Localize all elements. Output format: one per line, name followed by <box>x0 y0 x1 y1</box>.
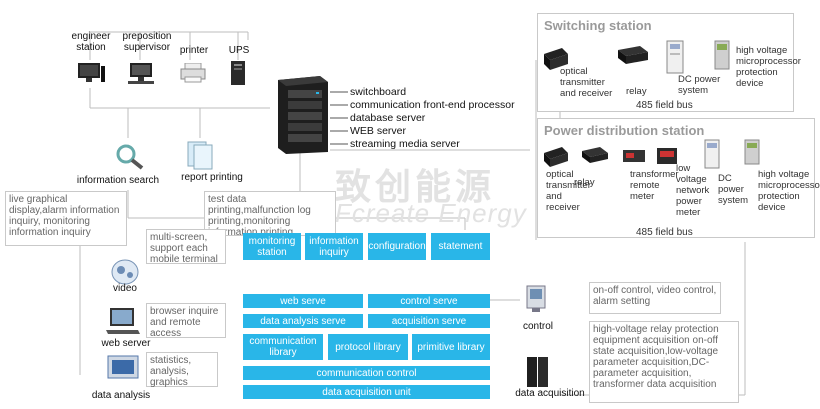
sw-dev-relay: relay <box>626 86 647 97</box>
pd-lv-meter-icon <box>656 147 678 165</box>
sw-dev-hv-protection: high voltage microprocessor protection d… <box>736 45 801 89</box>
information-search-label: information search <box>76 175 160 186</box>
dc-power-cabinet-icon <box>666 40 684 74</box>
switchboard-label: switchboard <box>350 86 407 98</box>
pd-dev-dc-power: DC power system <box>718 173 749 206</box>
pd-dev-lv-meter: low voltage network power meter <box>676 163 710 218</box>
engineer-station-label: engineer station <box>71 31 111 53</box>
protocol-library-block: protocol library <box>328 334 408 360</box>
power-field-bus: 485 field bus <box>636 227 693 238</box>
data-analysis-label: data analysis <box>91 390 151 401</box>
communication-control-block: communication control <box>243 366 490 380</box>
onoff-note: on-off control, video control, alarm set… <box>589 282 721 314</box>
preposition-supervisor-label: preposition supervisor <box>122 31 172 53</box>
power-distribution-title: Power distribution station <box>544 123 705 138</box>
data-acquisition-unit-block: data acquisition unit <box>243 385 490 399</box>
relay-icon <box>616 44 650 66</box>
multi-screen-note: multi-screen, support each mobile termin… <box>146 229 226 265</box>
power-distribution-panel: Power distribution station optical trans… <box>537 118 820 238</box>
web-serve-block: web serve <box>243 294 363 308</box>
statement-block: statement <box>431 233 490 260</box>
pd-optical-icon <box>542 145 570 169</box>
switching-field-bus: 485 field bus <box>636 100 693 111</box>
video-icon <box>110 258 140 286</box>
pd-relay-icon <box>580 145 610 165</box>
monitoring-station-block: monitoring station <box>243 233 301 260</box>
ups-label: UPS <box>228 45 250 56</box>
pd-dc-power-icon <box>704 139 720 169</box>
pd-dev-hv-protection: high voltage microprocessor protection d… <box>758 169 820 213</box>
data-analysis-icon <box>106 354 140 382</box>
data-analysis-serve-block: data analysis serve <box>243 314 363 328</box>
database-server-label: database server <box>350 112 426 124</box>
switching-station-panel: Switching station optical transmitter an… <box>537 13 801 112</box>
web-server-label: WEB server <box>350 125 407 137</box>
optical-transceiver-icon <box>542 46 570 72</box>
control-icon <box>524 284 550 314</box>
pd-transformer-meter-icon <box>622 149 646 163</box>
sw-dev-dc-power: DC power system <box>678 74 721 96</box>
data-acquisition-label: data acquisition <box>515 388 585 399</box>
switching-station-title: Switching station <box>544 18 652 33</box>
control-label: control <box>522 321 553 332</box>
data-acquisition-cabinet-icon <box>526 356 550 388</box>
printer-icon <box>180 63 206 83</box>
statistics-note: statistics, analysis, graphics <box>146 352 218 388</box>
web-server-icon <box>106 306 140 336</box>
pd-dev-optical: optical transmitter and receiver <box>546 169 591 213</box>
live-display-note: live graphical display,alarm information… <box>5 191 127 246</box>
report-printing-icon <box>186 140 214 170</box>
pd-dev-relay: relay <box>574 177 595 188</box>
communication-library-block: communication library <box>243 334 323 360</box>
video-label: video <box>113 283 137 294</box>
watermark-en: Fcreate Energy <box>335 198 527 228</box>
acquisition-note: high-voltage relay protection equipment … <box>589 321 739 403</box>
printer-label: printer <box>179 45 209 56</box>
web-server-label: web server <box>101 338 151 349</box>
browser-note: browser inquire and remote access <box>146 303 226 339</box>
pd-dev-transformer-meter: transformer remote meter <box>630 169 679 202</box>
hv-protection-icon <box>714 40 730 70</box>
preposition-supervisor-icon <box>126 62 156 84</box>
acquisition-serve-block: acquisition serve <box>368 314 490 328</box>
sw-dev-optical: optical transmitter and receiver <box>560 66 613 99</box>
watermark-cn: 致创能源 <box>335 166 496 207</box>
front-end-processor-label: communication front-end processor <box>350 99 515 111</box>
server-rack-icon <box>268 76 330 154</box>
engineer-station-icon <box>76 62 106 84</box>
report-printing-label: report printing <box>181 172 243 183</box>
streaming-media-server-label: streaming media server <box>350 138 460 150</box>
primitive-library-block: primitive library <box>412 334 490 360</box>
search-icon <box>112 142 148 170</box>
ups-icon <box>230 60 246 86</box>
information-inquiry-block: information inquiry <box>305 233 363 260</box>
pd-hv-protection-icon <box>744 139 760 165</box>
printing-note: test data printing,malfunction log print… <box>204 191 336 238</box>
control-serve-block: control serve <box>368 294 490 308</box>
configuration-block: configuration <box>368 233 426 260</box>
